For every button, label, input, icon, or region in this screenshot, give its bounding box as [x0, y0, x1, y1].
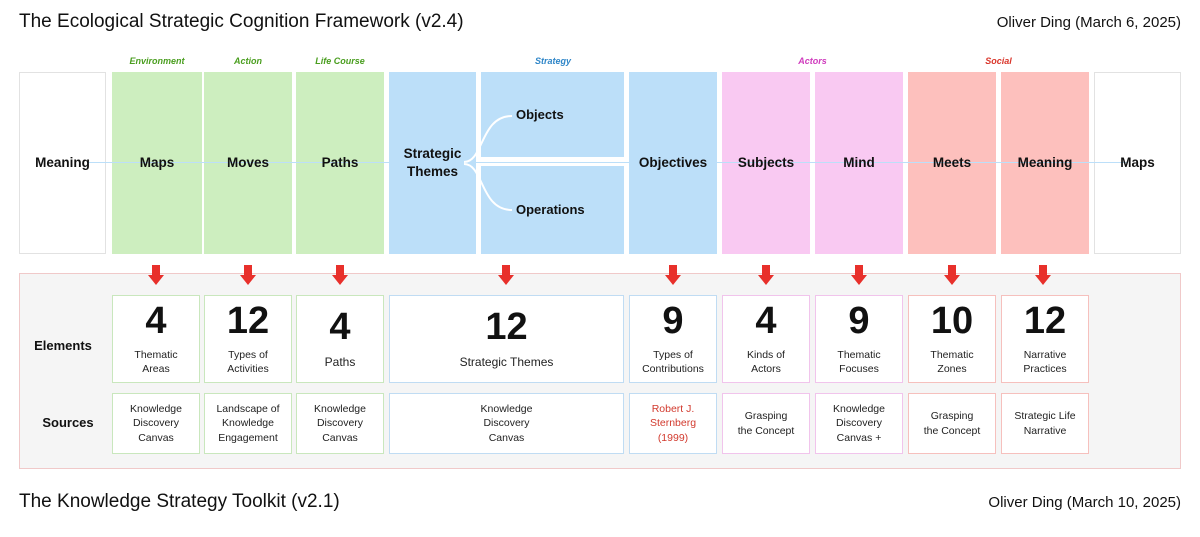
- element-number: 4: [145, 299, 167, 342]
- column-meets: Meets: [908, 72, 996, 254]
- source-label: Knowledge Discovery Canvas +: [833, 403, 885, 444]
- element-label: Thematic Areas: [134, 348, 178, 375]
- toolkit-title: The Knowledge Strategy Toolkit (v2.1): [19, 491, 340, 512]
- source-label: Robert J. Sternberg (1999): [649, 403, 697, 444]
- element-box-objectives: 9 Types of Contributions: [629, 295, 717, 383]
- source-label: Knowledge Discovery Canvas: [314, 403, 366, 444]
- element-label: Narrative Practices: [1023, 348, 1067, 375]
- category-environment: Environment: [129, 56, 185, 66]
- column-subjects: Subjects: [722, 72, 810, 254]
- element-number: 9: [662, 299, 684, 342]
- category-action: Action: [234, 56, 262, 66]
- row-label-elements: Elements: [34, 338, 92, 353]
- source-label: Knowledge Discovery Canvas: [480, 403, 533, 444]
- element-box-moves: 12 Types of Activities: [204, 295, 292, 383]
- column-maps: Maps: [112, 72, 202, 254]
- arrow-down-icon: [498, 265, 514, 285]
- element-box-subjects: 4 Kinds of Actors: [722, 295, 810, 383]
- arrow-down-icon: [944, 265, 960, 285]
- toolkit-author-date: Oliver Ding (March 10, 2025): [988, 494, 1181, 511]
- column-moves: Moves: [204, 72, 292, 254]
- arrow-down-icon: [665, 265, 681, 285]
- source-box-objectives: Robert J. Sternberg (1999): [629, 393, 717, 454]
- element-label: Types of Contributions: [642, 348, 704, 375]
- category-strategy: Strategy: [534, 56, 571, 66]
- source-label: Grasping the Concept: [923, 410, 981, 437]
- source-box-meets: Grasping the Concept: [908, 393, 996, 454]
- box-objects: Objects: [481, 72, 624, 157]
- source-box-maps: Knowledge Discovery Canvas: [112, 393, 200, 454]
- column-objectives: Objectives: [629, 72, 717, 254]
- element-label: Paths: [324, 354, 356, 369]
- element-number: 4: [755, 299, 777, 342]
- column-mind: Mind: [815, 72, 903, 254]
- element-box-meaning: 12 Narrative Practices: [1001, 295, 1089, 383]
- source-label: Strategic Life Narrative: [1014, 410, 1076, 437]
- column-strategic-themes: Strategic Themes: [389, 72, 476, 254]
- element-number: 12: [485, 305, 528, 348]
- row-label-sources: Sources: [42, 415, 94, 430]
- element-label: Kinds of Actors: [747, 348, 785, 375]
- element-label: Thematic Focuses: [837, 348, 881, 375]
- element-box-maps: 4 Thematic Areas: [112, 295, 200, 383]
- arrow-down-icon: [758, 265, 774, 285]
- page-title: The Ecological Strategic Cognition Frame…: [19, 11, 464, 32]
- arrow-down-icon: [851, 265, 867, 285]
- flow-line: [88, 162, 1128, 163]
- element-label: Thematic Zones: [930, 348, 974, 375]
- category-social: Social: [985, 56, 1012, 66]
- column-meaning-left: Meaning: [19, 72, 106, 254]
- column-paths: Paths: [296, 72, 384, 254]
- source-box-paths: Knowledge Discovery Canvas: [296, 393, 384, 454]
- element-label: Strategic Themes: [459, 354, 554, 369]
- element-number: 4: [329, 305, 351, 348]
- category-actors: Actors: [798, 56, 827, 66]
- source-box-subjects: Grasping the Concept: [722, 393, 810, 454]
- element-label: Types of Activities: [227, 348, 269, 375]
- source-label: Knowledge Discovery Canvas: [130, 403, 182, 444]
- category-life-course: Life Course: [315, 56, 365, 66]
- author-date: Oliver Ding (March 6, 2025): [996, 14, 1181, 31]
- source-box-meaning: Strategic Life Narrative: [1001, 393, 1089, 454]
- element-number: 10: [930, 299, 974, 342]
- element-number: 12: [226, 299, 270, 342]
- arrow-down-icon: [148, 265, 164, 285]
- column-maps-right: Maps: [1094, 72, 1181, 254]
- source-label: Landscape of Knowledge Engagement: [216, 403, 280, 444]
- source-box-strategy: Knowledge Discovery Canvas: [389, 393, 624, 454]
- source-label: Grasping the Concept: [737, 410, 795, 437]
- source-box-mind: Knowledge Discovery Canvas +: [815, 393, 903, 454]
- element-box-strategy: 12 Strategic Themes: [389, 295, 624, 383]
- arrow-down-icon: [240, 265, 256, 285]
- element-box-mind: 9 Thematic Focuses: [815, 295, 903, 383]
- arrow-down-icon: [332, 265, 348, 285]
- source-box-moves: Landscape of Knowledge Engagement: [204, 393, 292, 454]
- element-number: 9: [848, 299, 870, 342]
- element-number: 12: [1023, 299, 1067, 342]
- arrow-down-icon: [1035, 265, 1051, 285]
- element-box-paths: 4 Paths: [296, 295, 384, 383]
- branch-connector: [463, 115, 513, 211]
- column-meaning: Meaning: [1001, 72, 1089, 254]
- element-box-meets: 10 Thematic Zones: [908, 295, 996, 383]
